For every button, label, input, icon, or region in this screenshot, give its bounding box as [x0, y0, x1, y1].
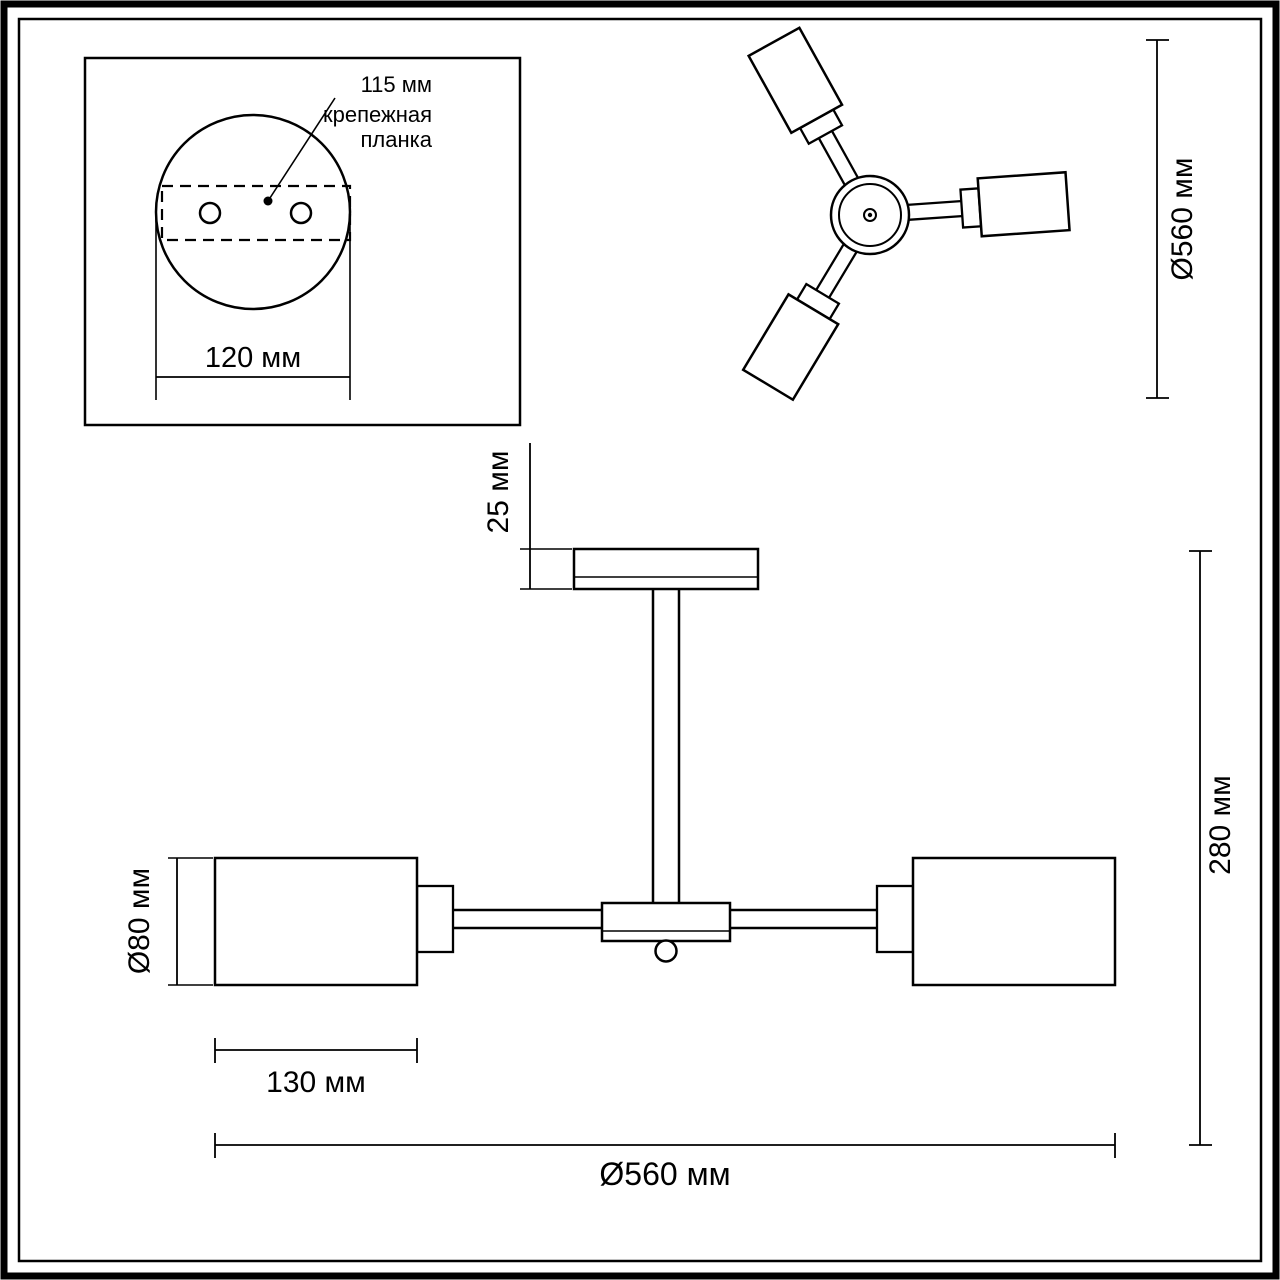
- label-fixture-height: 280 мм: [1204, 775, 1237, 875]
- inset-box: [83, 56, 522, 427]
- label-shade-length: 130 мм: [266, 1066, 366, 1099]
- lamp-arm-top: [746, 26, 860, 186]
- label-bracket-name-line1: крепежная: [323, 102, 432, 127]
- screw-hole-right: [289, 201, 313, 225]
- label-bracket-offset: 115 мм: [361, 72, 432, 97]
- finial-ball: [654, 939, 678, 963]
- label-plate-width: 120 мм: [205, 342, 301, 374]
- arm-rod-line: [829, 127, 860, 179]
- label-canopy-height: 25 мм: [482, 451, 515, 534]
- label-topview-diameter: Ø560 мм: [1166, 158, 1199, 281]
- arm-rod-line: [907, 199, 965, 207]
- leader-line: [267, 97, 336, 202]
- lamp-shade: [741, 292, 840, 402]
- mounting-circle: [154, 113, 352, 311]
- arm-rod-line: [813, 243, 845, 294]
- inset-mounting-detail: 115 мм крепежная планка 120 мм: [83, 56, 522, 427]
- top-view: Ø560 мм: [741, 26, 1199, 402]
- lamp-shade: [976, 170, 1071, 238]
- label-shade-diameter: Ø80 мм: [123, 868, 156, 974]
- side-view: 25 мм Ø80 мм 130 мм Ø560 мм 280 мм: [123, 443, 1237, 1192]
- arm-rod-line: [908, 214, 966, 221]
- lamp-shade-right: [911, 856, 1117, 987]
- shade-connector-left: [415, 884, 455, 954]
- mounting-bracket-dashed-outline: [160, 184, 352, 242]
- arm-rod-line: [816, 134, 847, 186]
- frame-inner: [17, 17, 1263, 1263]
- ceiling-canopy: [572, 547, 760, 591]
- label-bracket-name-line2: планка: [361, 127, 433, 152]
- lamp-arm-bottom: [741, 243, 858, 402]
- arm-rod-line: [826, 250, 858, 301]
- hub-body: [600, 901, 732, 943]
- shade-connector-right: [875, 884, 915, 954]
- hub-center-dot: [867, 212, 873, 218]
- label-total-width: Ø560 мм: [599, 1156, 730, 1192]
- lamp-arm-right: [907, 170, 1071, 238]
- lamp-shade: [746, 26, 844, 135]
- screw-hole-left: [198, 201, 222, 225]
- lamp-shade-left: [213, 856, 419, 987]
